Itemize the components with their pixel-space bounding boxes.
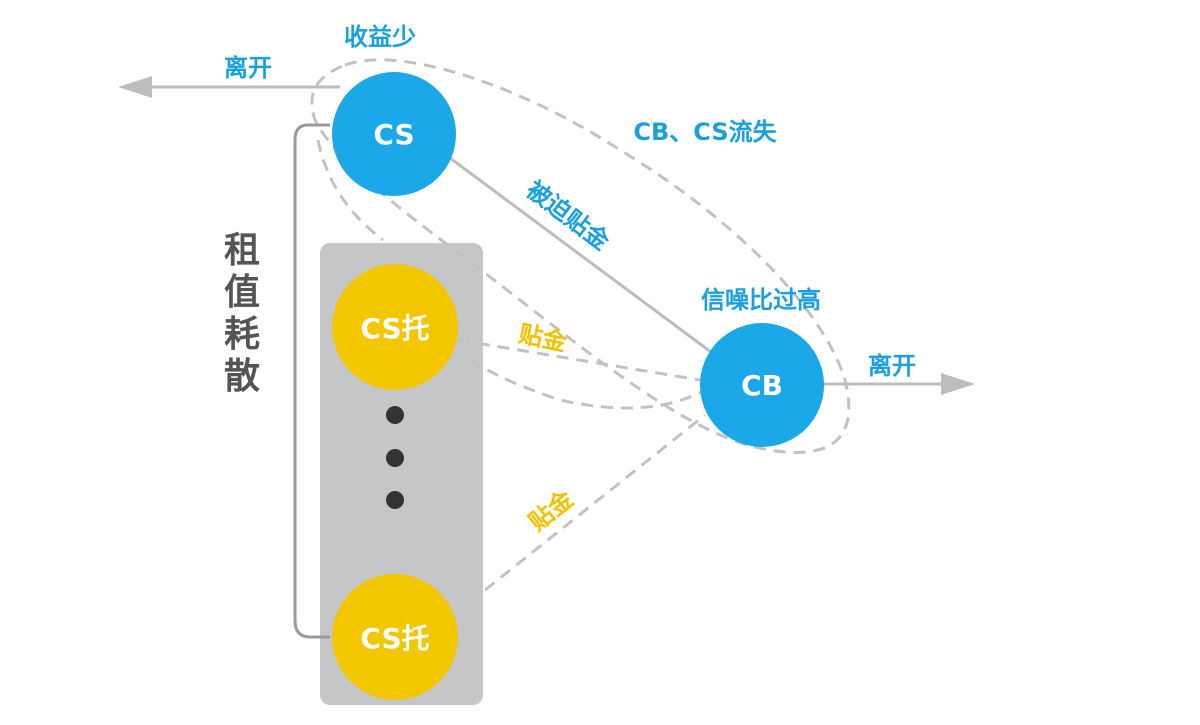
arrow-left-icon (118, 76, 340, 98)
node-cb-label: CB (741, 369, 783, 402)
rent-char-1: 租 (224, 230, 260, 271)
node-cs-tuo-top-label: CS托 (360, 312, 429, 345)
rent-char-4: 散 (224, 356, 260, 397)
node-cs-tuo-top: CS托 (332, 264, 458, 390)
label-subsidy-lower: 贴金 (524, 484, 580, 536)
label-leave-right: 离开 (868, 352, 916, 380)
node-cs-tuo-bottom: CS托 (332, 574, 458, 700)
rent-dissipation-bracket (293, 123, 330, 639)
dashed-curve-tuo-top (411, 266, 706, 410)
node-cs: CS (332, 72, 456, 196)
label-low-income: 收益少 (344, 23, 416, 51)
arrow-right-icon (820, 373, 975, 395)
label-cb-cs-loss: CB、CS流失 (633, 118, 777, 146)
node-cs-tuo-bottom-label: CS托 (360, 622, 429, 655)
dashed-ellipse-cs-cb (310, 58, 851, 454)
rent-char-3: 耗 (224, 314, 260, 355)
vertical-ellipsis-icon (386, 406, 404, 509)
node-cs-label: CS (373, 118, 414, 151)
dashed-link-tuo-bottom-to-cb (484, 413, 706, 592)
dashed-link-cs-to-tuo (316, 139, 384, 242)
label-high-snr: 信噪比过高 (701, 286, 821, 314)
rent-char-2: 值 (224, 272, 260, 313)
node-cb: CB (700, 323, 824, 447)
dashed-link-tuo-top-to-cb (457, 338, 701, 382)
link-cs-to-cb (449, 156, 716, 357)
label-leave-left: 离开 (224, 54, 272, 82)
label-rent-dissipation: 租 值 耗 散 (224, 230, 260, 397)
